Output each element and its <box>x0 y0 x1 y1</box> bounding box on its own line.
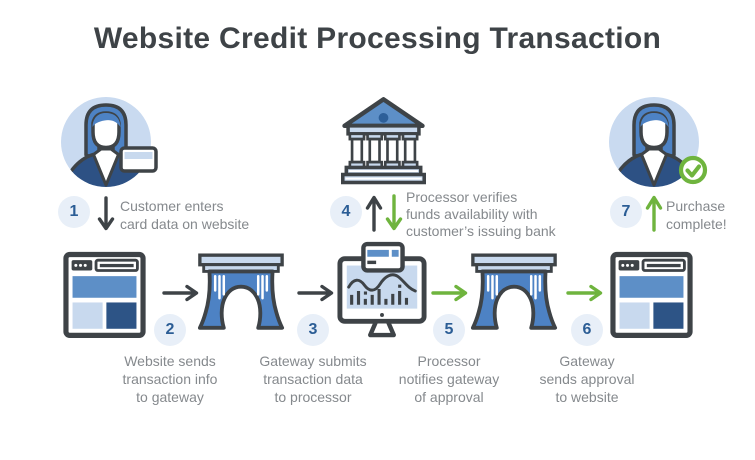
step-1-caption: Customer enters card data on website <box>120 198 250 232</box>
step-4-badge: 4 <box>330 196 362 228</box>
customer-icon <box>61 97 158 187</box>
arrow-right-green-icon <box>431 284 468 302</box>
website-icon <box>63 251 146 338</box>
gateway-icon <box>197 253 285 330</box>
step-5-caption: Processor notifies gateway of approval <box>398 353 500 405</box>
gateway-icon <box>470 253 558 330</box>
checkmark-icon <box>678 155 708 185</box>
page-title: Website Credit Processing Transaction <box>93 22 662 55</box>
processor-icon <box>337 241 427 338</box>
step-6-caption: Gateway sends approval to website <box>539 353 635 405</box>
arrow-up-green-icon <box>645 195 663 232</box>
step-6-badge: 6 <box>571 314 603 346</box>
arrow-right-green-icon <box>566 284 603 302</box>
website-icon <box>610 251 693 338</box>
step-2-badge: 2 <box>154 314 186 346</box>
arrow-down-green-icon <box>385 194 403 231</box>
step-1-badge: 1 <box>58 196 90 228</box>
step-7-badge: 7 <box>610 196 642 228</box>
customer-complete-icon <box>609 97 708 187</box>
arrow-up-icon <box>365 195 383 232</box>
step-3-caption: Gateway submits transaction data to proc… <box>259 353 367 405</box>
credit-card-icon <box>119 146 158 173</box>
step-3-badge: 3 <box>297 314 329 346</box>
credit-card-icon <box>361 241 405 273</box>
step-7-caption: Purchase complete! <box>666 198 727 232</box>
arrow-down-icon <box>97 196 115 231</box>
bank-icon <box>341 97 426 185</box>
arrow-right-icon <box>162 284 199 302</box>
step-2-caption: Website sends transaction info to gatewa… <box>122 353 218 405</box>
step-5-badge: 5 <box>433 314 465 346</box>
arrow-right-icon <box>297 284 334 302</box>
step-4-caption: Processor verifies funds availability wi… <box>406 189 556 239</box>
